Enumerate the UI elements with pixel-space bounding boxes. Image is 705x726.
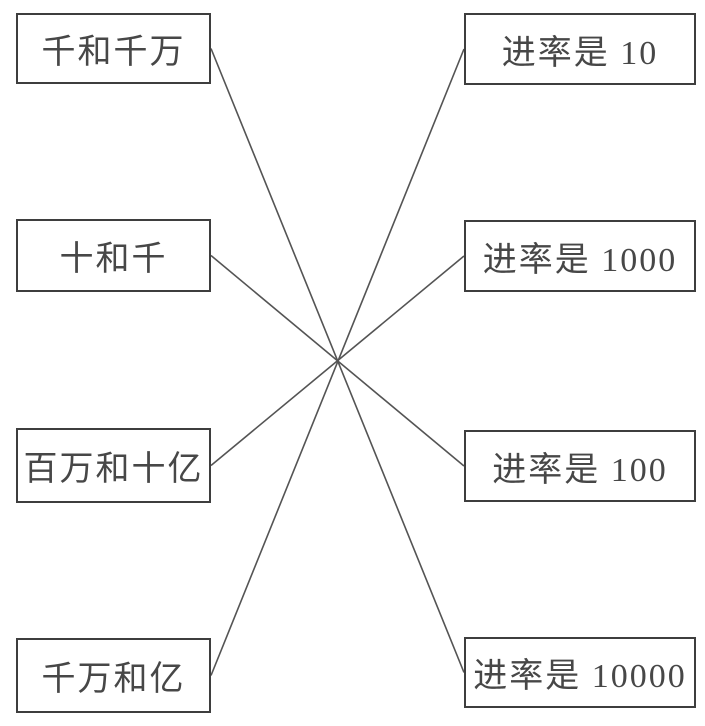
match-right-label: 进率是 100 xyxy=(492,451,668,489)
match-left-item-3: 百万和十亿 xyxy=(16,428,211,503)
match-right-label: 进率是 10 xyxy=(501,34,659,72)
match-left-label: 千万和亿 xyxy=(41,661,186,698)
connection-line xyxy=(210,48,465,676)
match-right-item-1: 进率是 10 xyxy=(464,13,696,85)
match-left-item-1: 千和千万 xyxy=(16,13,211,84)
connection-line xyxy=(210,254,465,467)
match-right-item-3: 进率是 100 xyxy=(464,430,696,502)
connection-line xyxy=(210,255,465,467)
match-left-label: 千和千万 xyxy=(41,34,186,71)
match-left-label: 十和千 xyxy=(59,241,168,278)
match-left-label: 百万和十亿 xyxy=(23,451,204,488)
match-right-item-4: 进率是 10000 xyxy=(464,637,696,708)
match-left-item-4: 千万和亿 xyxy=(16,638,211,713)
connection-line xyxy=(210,48,465,673)
match-right-label: 进率是 10000 xyxy=(473,658,687,695)
match-right-label: 进率是 1000 xyxy=(482,241,678,279)
match-left-item-2: 十和千 xyxy=(16,219,211,292)
match-right-item-2: 进率是 1000 xyxy=(464,220,696,292)
